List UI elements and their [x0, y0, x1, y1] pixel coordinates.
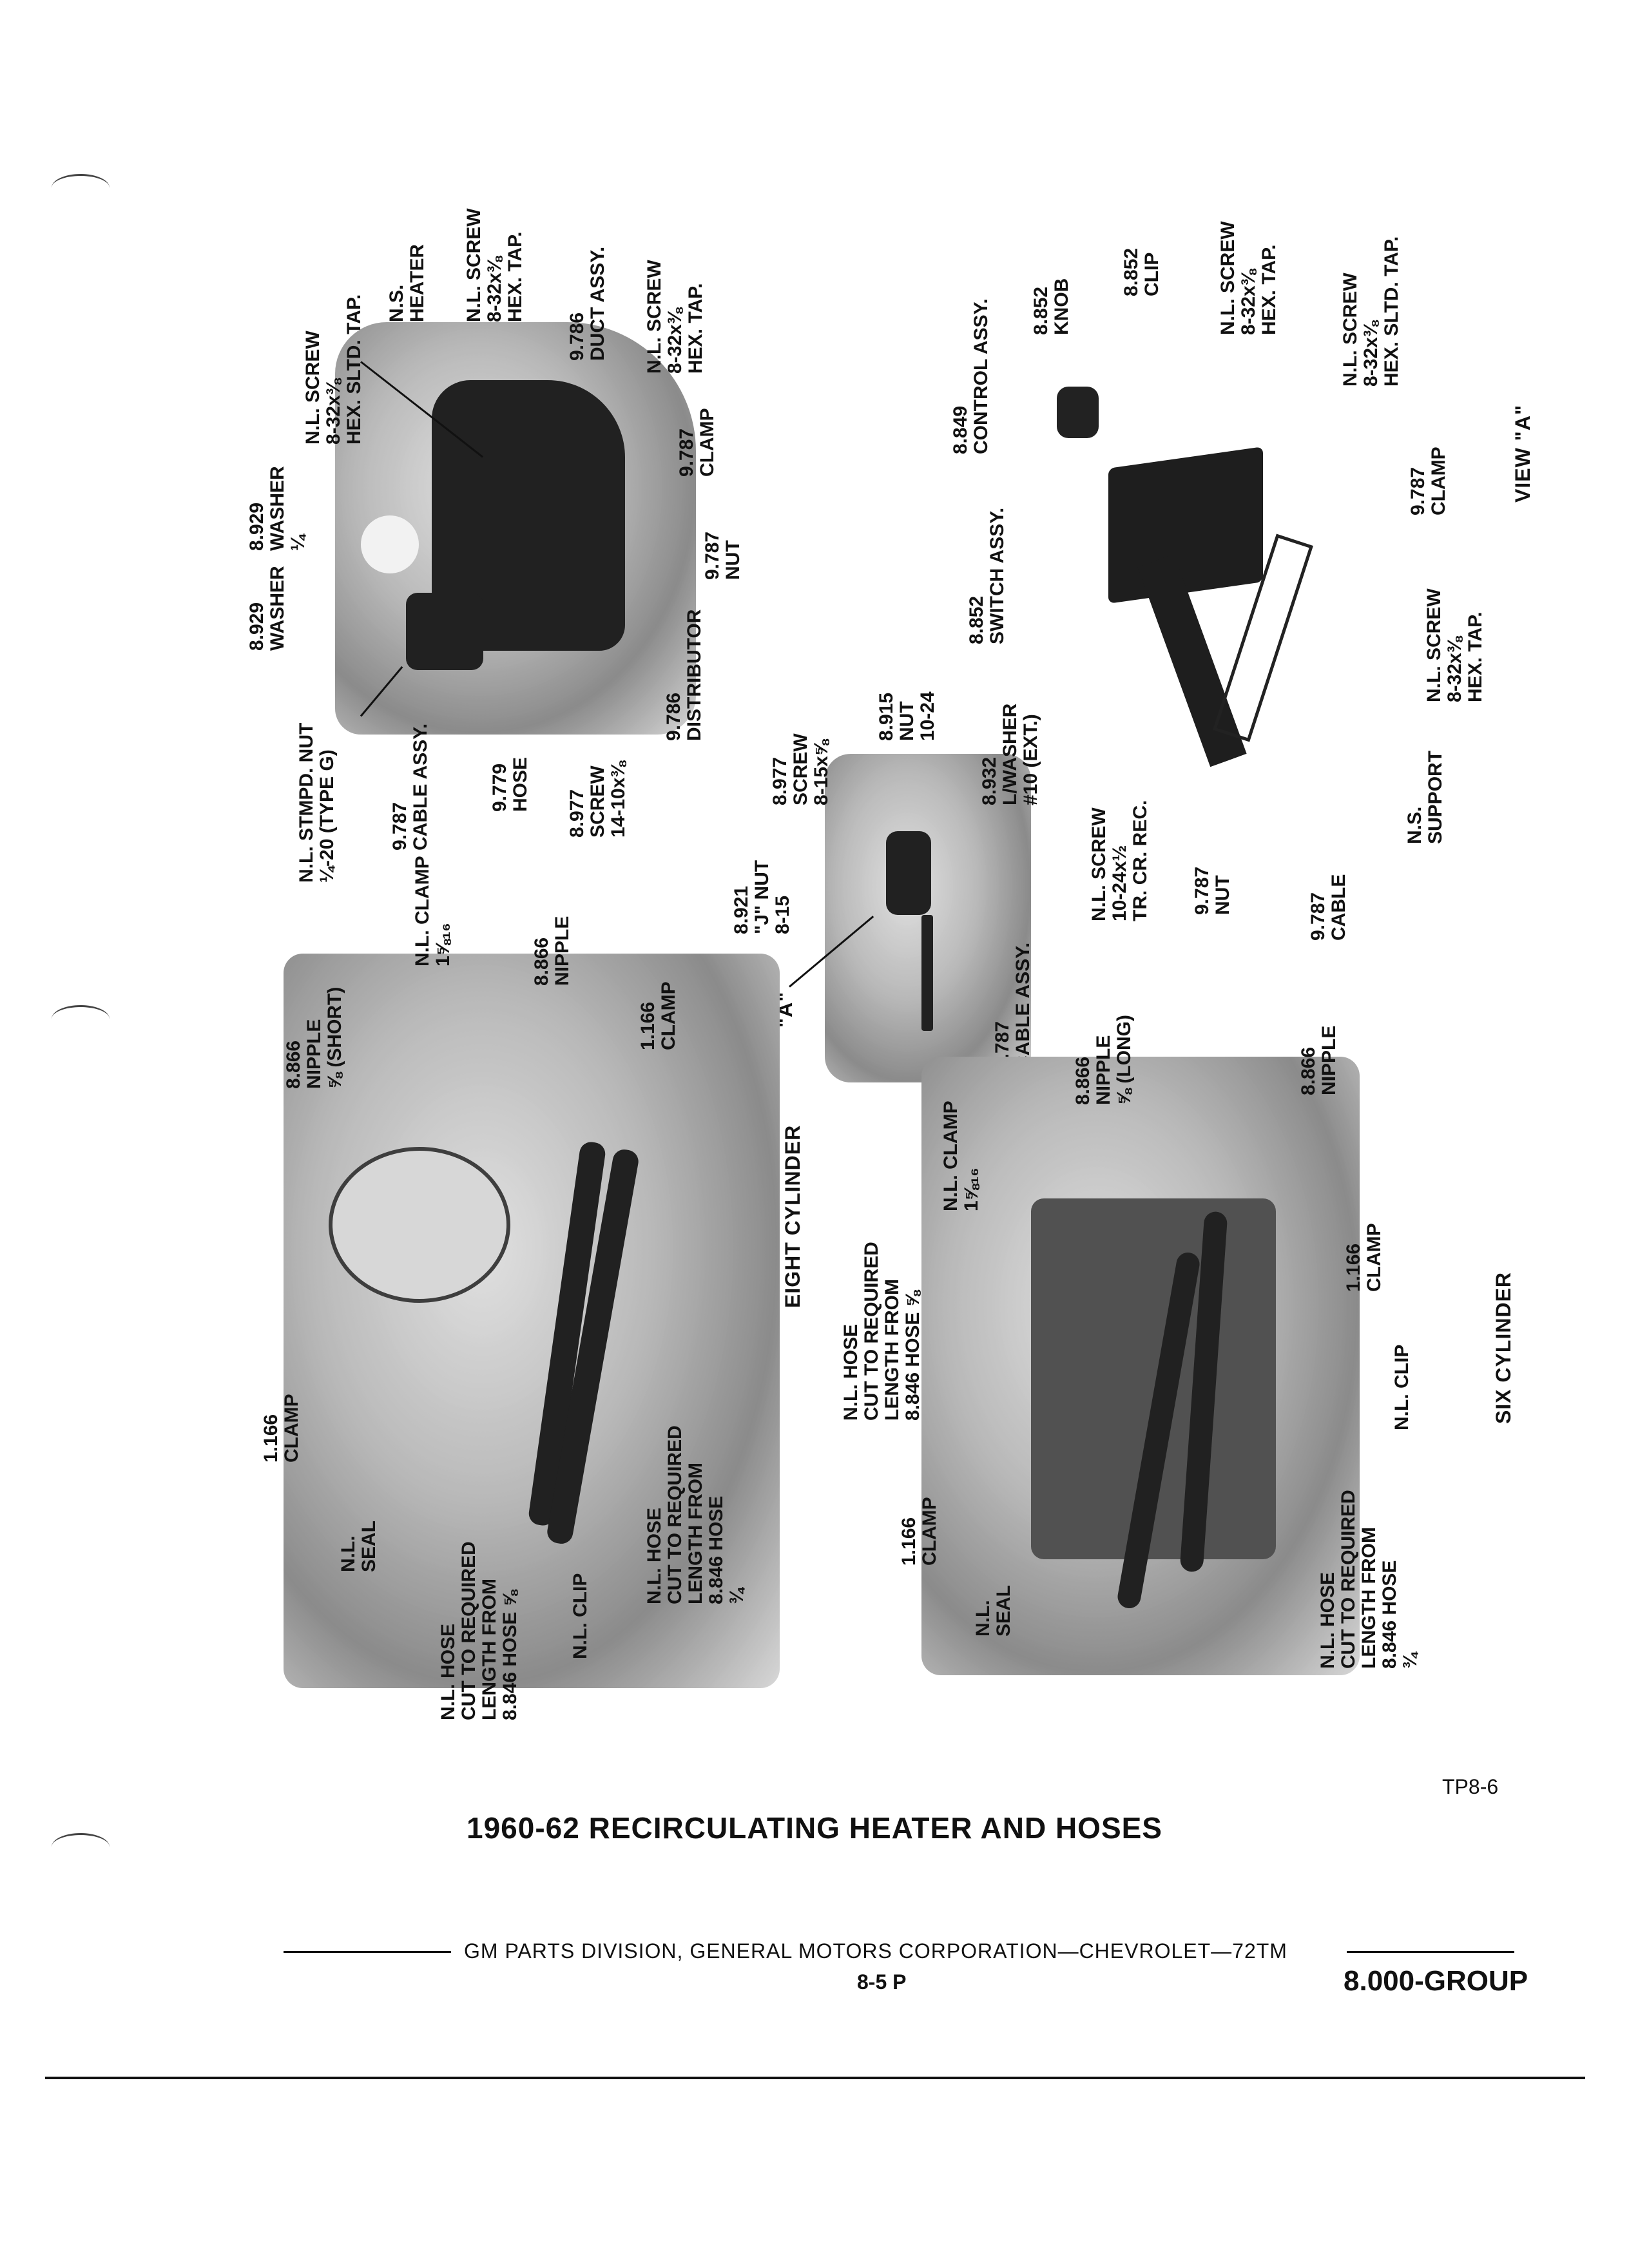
eight-cylinder-title: EIGHT CYLINDER — [781, 1124, 804, 1308]
six-cylinder-title: SIX CYLINDER — [1492, 1271, 1515, 1424]
page-title: 1960-62 RECIRCULATING HEATER AND HOSES — [467, 1811, 1162, 1845]
control-assembly-drawing — [1044, 361, 1379, 812]
binder-mark-top — [52, 174, 110, 202]
six-cylinder-engine-photo — [921, 1057, 1360, 1675]
group-number: 8.000-GROUP — [1344, 1965, 1528, 1997]
figure-code: TP8-6 — [1442, 1775, 1499, 1798]
footer-publisher: GM PARTS DIVISION, GENERAL MOTORS CORPOR… — [464, 1939, 1287, 1963]
heater-assembly-photo — [335, 322, 696, 735]
label-ns-heater: N.S.HEATER — [386, 244, 428, 322]
footer-rule-left — [284, 1951, 451, 1953]
label-nl-seal-8cyl: N.L.SEAL — [338, 1520, 380, 1572]
binder-mark-middle — [52, 1005, 110, 1033]
label-nl-clip-6cyl: N.L. CLIP — [1391, 1344, 1412, 1430]
view-a-title: VIEW "A" — [1511, 404, 1534, 503]
label-nl-clip-8cyl: N.L. CLIP — [570, 1573, 591, 1659]
page-number: 8-5 P — [857, 1970, 907, 1994]
footer-rule-right — [1347, 1951, 1514, 1953]
label-nl-seal-6cyl: N.L.SEAL — [972, 1584, 1014, 1637]
control-mount-photo — [825, 754, 1031, 1082]
binder-mark-bottom — [52, 1833, 110, 1861]
bottom-rule — [45, 2077, 1585, 2079]
eight-cylinder-engine-photo — [284, 954, 780, 1688]
label-ns-support: N.S.SUPPORT — [1404, 750, 1446, 844]
